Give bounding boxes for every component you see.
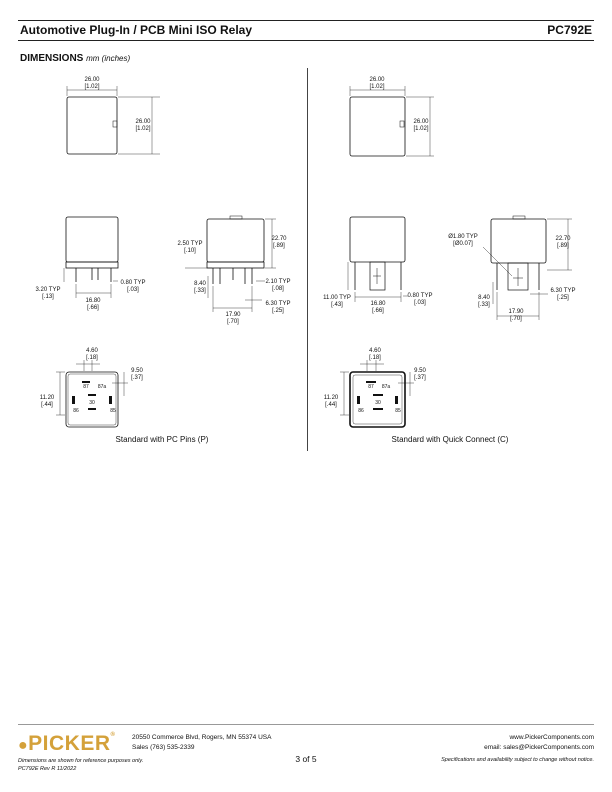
right-side-a-mm: 8.40	[478, 295, 490, 301]
side-c-in: [.25]	[272, 308, 284, 314]
right-bottom-a-in: [.18]	[369, 355, 381, 361]
right-pin-85: 85	[395, 408, 401, 414]
picker-logo: ●PICKER®	[18, 732, 116, 755]
side-d-in: [.70]	[227, 319, 239, 325]
right-top-view: 26.00 [1.02] 26.00 [1.02]	[349, 77, 434, 157]
bottom-a-mm: 4.60	[86, 348, 98, 354]
footer-divider	[18, 724, 594, 725]
company-address: 20550 Commerce Blvd, Rogers, MN 55374 US…	[132, 733, 271, 753]
right-pin-87a: 87a	[382, 384, 391, 390]
left-bottom-view: 87 87a 30 86 85 4.60 [.18] 9.50 [.37] 11…	[40, 348, 143, 428]
section-title: DIMENSIONS	[20, 53, 84, 64]
right-side-view: Ø1.80 TYP [Ø0.07] 22.70 [.89] 8.40 [.33]…	[448, 215, 576, 322]
side-d-mm: 17.90	[225, 312, 241, 318]
qc-length-mm: 11.00 TYP	[323, 295, 351, 301]
logo-mark-icon: ●	[18, 737, 29, 754]
caption-quick-connect: Standard with Quick Connect (C)	[391, 435, 509, 444]
left-top-view: 26.00 [1.02] 26.00 [1.02]	[66, 77, 160, 155]
pin-pitch-mm: 16.80	[85, 298, 101, 304]
website-link[interactable]: www.PickerComponents.com	[509, 734, 594, 741]
side-b-in: [.08]	[272, 286, 284, 292]
top-width-in: [1.02]	[84, 84, 99, 90]
right-bottom-b-in: [.37]	[414, 375, 426, 381]
left-pin-30: 30	[89, 400, 95, 406]
right-bottom-c-mm: 11.20	[324, 395, 339, 401]
right-pin-86: 86	[358, 408, 364, 414]
sales-phone: Sales (763) 535-2339	[132, 744, 195, 751]
side-pin-t-in: [.10]	[184, 248, 196, 254]
right-side-height-mm: 22.70	[555, 236, 571, 242]
left-pin-87: 87	[83, 384, 89, 390]
bottom-c-in: [.44]	[41, 402, 53, 408]
revision: PC792E Rev R 11/2022	[18, 766, 77, 772]
bottom-a-in: [.18]	[86, 355, 98, 361]
address-line: 20550 Commerce Blvd, Rogers, MN 55374 US…	[132, 734, 272, 741]
pin-height-mm: 3.20 TYP	[36, 287, 61, 293]
right-side-a-in: [.33]	[478, 302, 490, 308]
side-pin-t-mm: 2.50 TYP	[178, 241, 203, 247]
right-bottom-a-mm: 4.60	[369, 348, 381, 354]
qc-pitch-mm: 16.80	[370, 301, 386, 307]
bottom-c-mm: 11.20	[40, 395, 55, 401]
hole-in: [Ø0.07]	[453, 241, 473, 247]
document-title: Automotive Plug-In / PCB Mini ISO Relay	[20, 23, 253, 37]
left-pin-87a: 87a	[98, 384, 107, 390]
page-number: 3 of 5	[295, 754, 317, 764]
side-c-mm: 6.30 TYP	[266, 301, 291, 307]
right-bottom-b-mm: 9.50	[414, 368, 426, 374]
caption-pc-pins: Standard with PC Pins (P)	[115, 435, 209, 444]
hole-mm: Ø1.80 TYP	[448, 234, 478, 240]
company-contact: www.PickerComponents.com email: sales@Pi…	[484, 733, 594, 753]
top-width-mm: 26.00	[84, 77, 100, 83]
right-top-height-in: [1.02]	[413, 126, 428, 132]
spec-disclaimer: Specifications and availability subject …	[441, 757, 594, 763]
pin-height-in: [.13]	[42, 294, 54, 300]
right-side-c-mm: 6.30 TYP	[551, 288, 576, 294]
left-side-view: 22.70 [.89] 2.50 TYP [.10] 8.40 [.33] 2.…	[178, 215, 291, 325]
top-height-in: [1.02]	[135, 126, 150, 132]
top-height-mm: 26.00	[135, 119, 151, 125]
side-height-mm: 22.70	[271, 236, 287, 242]
bottom-b-in: [.37]	[131, 375, 143, 381]
pin-pitch-in: [.66]	[87, 305, 99, 311]
right-bottom-c-in: [.44]	[325, 402, 337, 408]
pin-width-mm: 0.80 TYP	[121, 280, 146, 286]
column-divider	[307, 68, 308, 451]
right-top-width-in: [1.02]	[369, 84, 384, 90]
left-pin-85: 85	[110, 408, 116, 414]
right-side-d-mm: 17.90	[508, 309, 524, 315]
right-top-height-mm: 26.00	[413, 119, 429, 125]
section-heading: DIMENSIONS mm (inches)	[20, 53, 130, 64]
section-unit: mm (inches)	[86, 54, 131, 63]
qc-length-in: [.43]	[331, 302, 343, 308]
qc-pin-width-in: [.03]	[414, 300, 426, 306]
side-b-mm: 2.10 TYP	[266, 279, 291, 285]
side-a-mm: 8.40	[194, 281, 206, 287]
right-side-d-in: [.70]	[510, 316, 522, 322]
bottom-b-mm: 9.50	[131, 368, 143, 374]
right-pin-30: 30	[375, 400, 381, 406]
right-pin-87: 87	[368, 384, 374, 390]
page-header: Automotive Plug-In / PCB Mini ISO Relay …	[18, 20, 594, 41]
part-number: PC792E	[547, 23, 592, 37]
right-top-width-mm: 26.00	[369, 77, 385, 83]
right-front-view: 16.80 [.66] 11.00 TYP [.43] 0.80 TYP [.0…	[323, 216, 433, 314]
pin-width-in: [.03]	[127, 287, 139, 293]
side-height-in: [.89]	[273, 243, 285, 249]
reference-disclaimer: Dimensions are shown for reference purpo…	[18, 758, 144, 764]
qc-pin-width-mm: 0.80 TYP	[408, 293, 433, 299]
right-side-height-in: [.89]	[557, 243, 569, 249]
right-side-c-in: [.25]	[557, 295, 569, 301]
left-pin-86: 86	[73, 408, 79, 414]
email-link[interactable]: email: sales@PickerComponents.com	[484, 744, 594, 751]
reference-note: Dimensions are shown for reference purpo…	[18, 757, 143, 773]
right-bottom-view: 87 87a 30 86 85 4.60 [.18] 9.50 [.37] 11…	[324, 348, 426, 428]
qc-pitch-in: [.66]	[372, 308, 384, 314]
left-front-view: 16.80 [.66] 3.20 TYP [.13] 0.80 TYP [.03…	[36, 216, 146, 311]
side-a-in: [.33]	[194, 288, 206, 294]
